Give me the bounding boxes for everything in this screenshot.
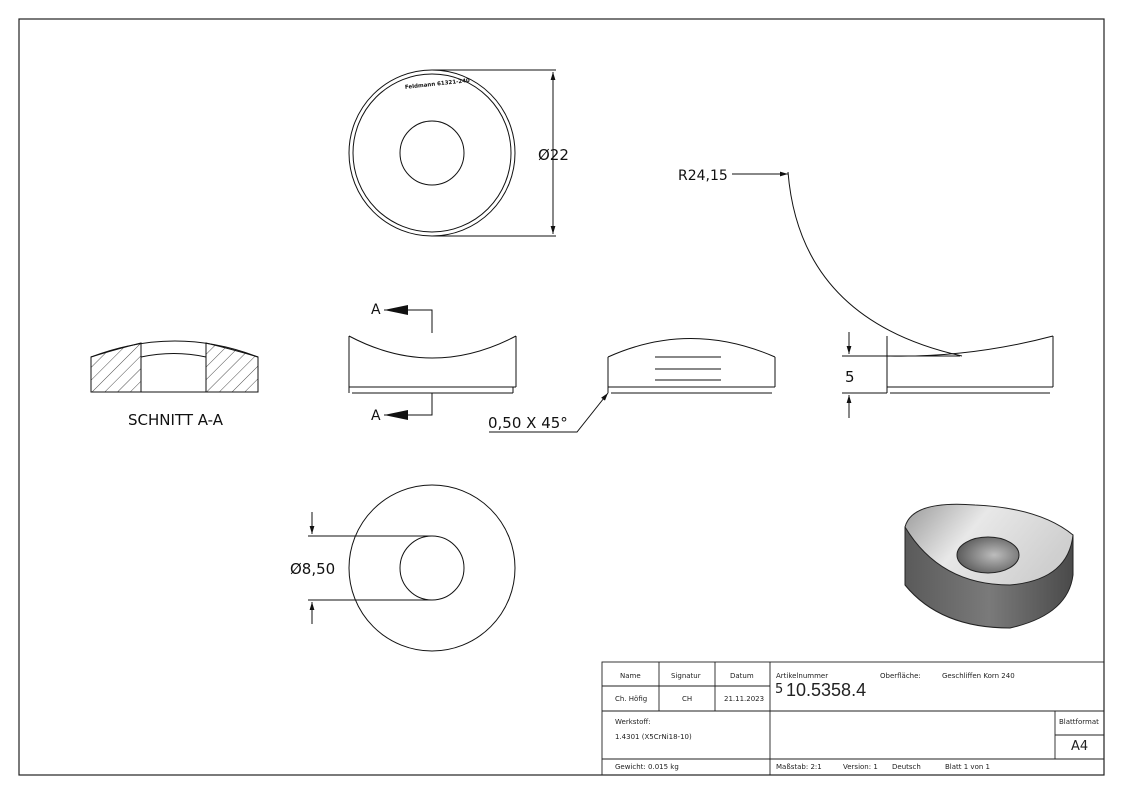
tb-article-number: 10.5358.4 bbox=[786, 680, 867, 700]
tb-sheet: Blatt 1 von 1 bbox=[945, 763, 990, 771]
tb-signature: CH bbox=[682, 695, 693, 703]
section-view bbox=[90, 340, 259, 393]
section-label-top: A bbox=[371, 302, 381, 318]
radius-view bbox=[732, 171, 1054, 418]
tb-col-date: Datum bbox=[730, 672, 754, 680]
isometric-view bbox=[904, 503, 1074, 629]
tb-scale: Maßstab: 2:1 bbox=[776, 763, 822, 771]
top-view bbox=[348, 69, 556, 237]
tb-col-signature: Signatur bbox=[671, 672, 701, 680]
side-view bbox=[489, 338, 776, 433]
tb-language: Deutsch bbox=[892, 763, 921, 771]
tb-article-prefix: 5 bbox=[775, 682, 784, 697]
section-arrow-top bbox=[384, 305, 408, 315]
tb-surface-value: Geschliffen Korn 240 bbox=[942, 672, 1015, 680]
tb-article-label: Artikelnummer bbox=[776, 672, 829, 680]
section-arrow-bottom bbox=[384, 410, 408, 420]
tb-name: Ch. Höfig bbox=[615, 695, 648, 703]
section-title: SCHNITT A-A bbox=[128, 411, 224, 429]
tb-format-label: Blattformat bbox=[1059, 718, 1099, 726]
sheet-border bbox=[18, 18, 1105, 776]
dim-diameter-outer: Ø22 bbox=[538, 146, 569, 164]
tb-version: Version: 1 bbox=[843, 763, 878, 771]
tb-weight: Gewicht: 0.015 kg bbox=[615, 763, 679, 771]
tb-material-label: Werkstoff: bbox=[615, 718, 651, 726]
tb-date: 21.11.2023 bbox=[724, 695, 765, 703]
dim-diameter-inner: Ø8,50 bbox=[290, 560, 335, 578]
bottom-view bbox=[308, 484, 516, 652]
section-label-bottom: A bbox=[371, 408, 381, 424]
front-view bbox=[348, 309, 517, 416]
tb-format-value: A4 bbox=[1071, 739, 1089, 754]
dim-radius: R24,15 bbox=[678, 168, 728, 184]
tb-col-name: Name bbox=[620, 672, 641, 680]
tb-material-value: 1.4301 (X5CrNi18-10) bbox=[615, 733, 692, 741]
dim-chamfer: 0,50 X 45° bbox=[488, 414, 568, 432]
engraving-text: Feldmann 61321-240 bbox=[405, 78, 471, 91]
dim-height: 5 bbox=[845, 368, 855, 386]
tb-surface-label: Oberfläche: bbox=[880, 672, 921, 680]
title-block bbox=[601, 661, 1105, 776]
